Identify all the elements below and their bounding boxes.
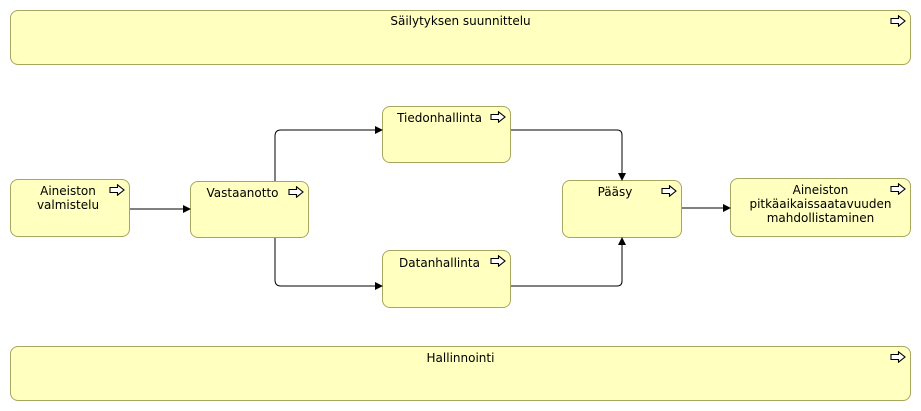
node-label: Pääsy <box>597 185 633 199</box>
node-hallinnointi[interactable]: Hallinnointi <box>10 346 911 401</box>
node-datanhallinta[interactable]: Datanhallinta <box>382 250 511 308</box>
process-arrow-icon <box>890 15 906 27</box>
node-label: Tiedonhallinta <box>397 111 482 125</box>
node-sailytyksen-suunnittelu[interactable]: Säilytyksen suunnittelu <box>10 10 911 65</box>
node-label: Hallinnointi <box>426 351 495 365</box>
edge-vastaanotto-tiedonhallinta <box>274 126 383 181</box>
process-arrow-icon <box>109 184 125 196</box>
edge-datanhallinta-paasy <box>511 237 626 287</box>
process-arrow-icon <box>490 255 506 267</box>
edge-vastaanotto-datanhallinta <box>274 238 383 290</box>
process-arrow-icon <box>890 183 906 195</box>
node-tiedonhallinta[interactable]: Tiedonhallinta <box>382 106 511 163</box>
node-vastaanotto[interactable]: Vastaanotto <box>190 181 309 238</box>
process-arrow-icon <box>890 351 906 363</box>
node-aineiston-valmistelu[interactable]: Aineiston valmistelu <box>10 179 130 237</box>
node-label: Aineiston valmistelu <box>36 184 100 212</box>
node-label: Aineiston pitkäaikaissaatavuuden mahdoll… <box>749 183 892 225</box>
node-pitkaaikaissaatavuus[interactable]: Aineiston pitkäaikaissaatavuuden mahdoll… <box>730 178 911 237</box>
process-arrow-icon <box>661 185 677 197</box>
edge-tiedonhallinta-paasy <box>511 129 626 181</box>
process-arrow-icon <box>288 186 304 198</box>
node-label: Vastaanotto <box>206 186 279 200</box>
node-label: Datanhallinta <box>399 256 480 270</box>
process-arrow-icon <box>490 111 506 123</box>
node-label: Säilytyksen suunnittelu <box>390 14 531 28</box>
node-paasy[interactable]: Pääsy <box>562 180 682 238</box>
